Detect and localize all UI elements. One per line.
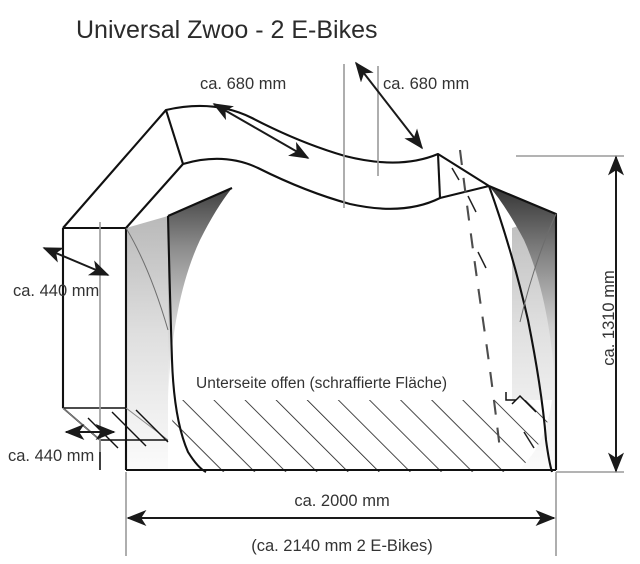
left-fold-line — [164, 109, 185, 165]
left-inner-curve — [125, 227, 169, 331]
foot-hatch — [135, 409, 169, 443]
left-wedge-shade — [168, 188, 232, 400]
dim-arrow-top-right-680 — [355, 61, 423, 150]
dashed-seam — [458, 149, 502, 451]
construction-curves — [125, 213, 557, 331]
top-near-ridge — [125, 157, 490, 229]
stitch-ticks — [451, 167, 535, 449]
overall-caption: (ca. 2140 mm 2 E-Bikes) — [251, 537, 433, 555]
foot-hatch — [111, 411, 147, 447]
dim-arrow-top-left-680 — [212, 103, 310, 159]
stitch-tick — [451, 167, 460, 181]
right-foot-detail — [505, 392, 537, 413]
page-title: Universal Zwoo - 2 E-Bikes — [76, 16, 377, 44]
stitch-tick — [523, 431, 535, 449]
right-inner-curve — [519, 213, 557, 323]
right-wedge-shade — [489, 186, 556, 400]
right-foot-corner — [505, 392, 516, 401]
underside-note: Unterseite offen (schraffierte Fläche) — [196, 375, 447, 392]
dim-arrow-left-440 — [42, 247, 110, 276]
left-corner-edge — [167, 187, 233, 217]
dim-label-width-2000: ca. 2000 mm — [294, 492, 389, 510]
right-fold-line — [436, 153, 442, 199]
dim-label-height-1310: ca. 1310 mm — [600, 270, 618, 365]
right-foot-mark — [511, 394, 537, 413]
dim-label-top-left-680: ca. 680 mm — [200, 75, 286, 93]
left-body-curve — [166, 215, 207, 473]
hatch-fill — [168, 400, 552, 472]
dim-label-top-right-680: ca. 680 mm — [383, 75, 469, 93]
right-body-curve — [488, 185, 554, 473]
top-far-ridge — [62, 104, 490, 229]
dimension-arrows — [42, 61, 624, 526]
dim-label-left-lower-440: ca. 440 mm — [8, 447, 94, 465]
open-underside-hatch-area — [168, 400, 552, 472]
dim-label-left-upper-440: ca. 440 mm — [13, 282, 99, 300]
stitch-tick — [467, 195, 477, 213]
seam-dashed-line — [458, 149, 502, 451]
stitch-tick — [477, 251, 487, 269]
left-wall-shade — [126, 216, 168, 470]
